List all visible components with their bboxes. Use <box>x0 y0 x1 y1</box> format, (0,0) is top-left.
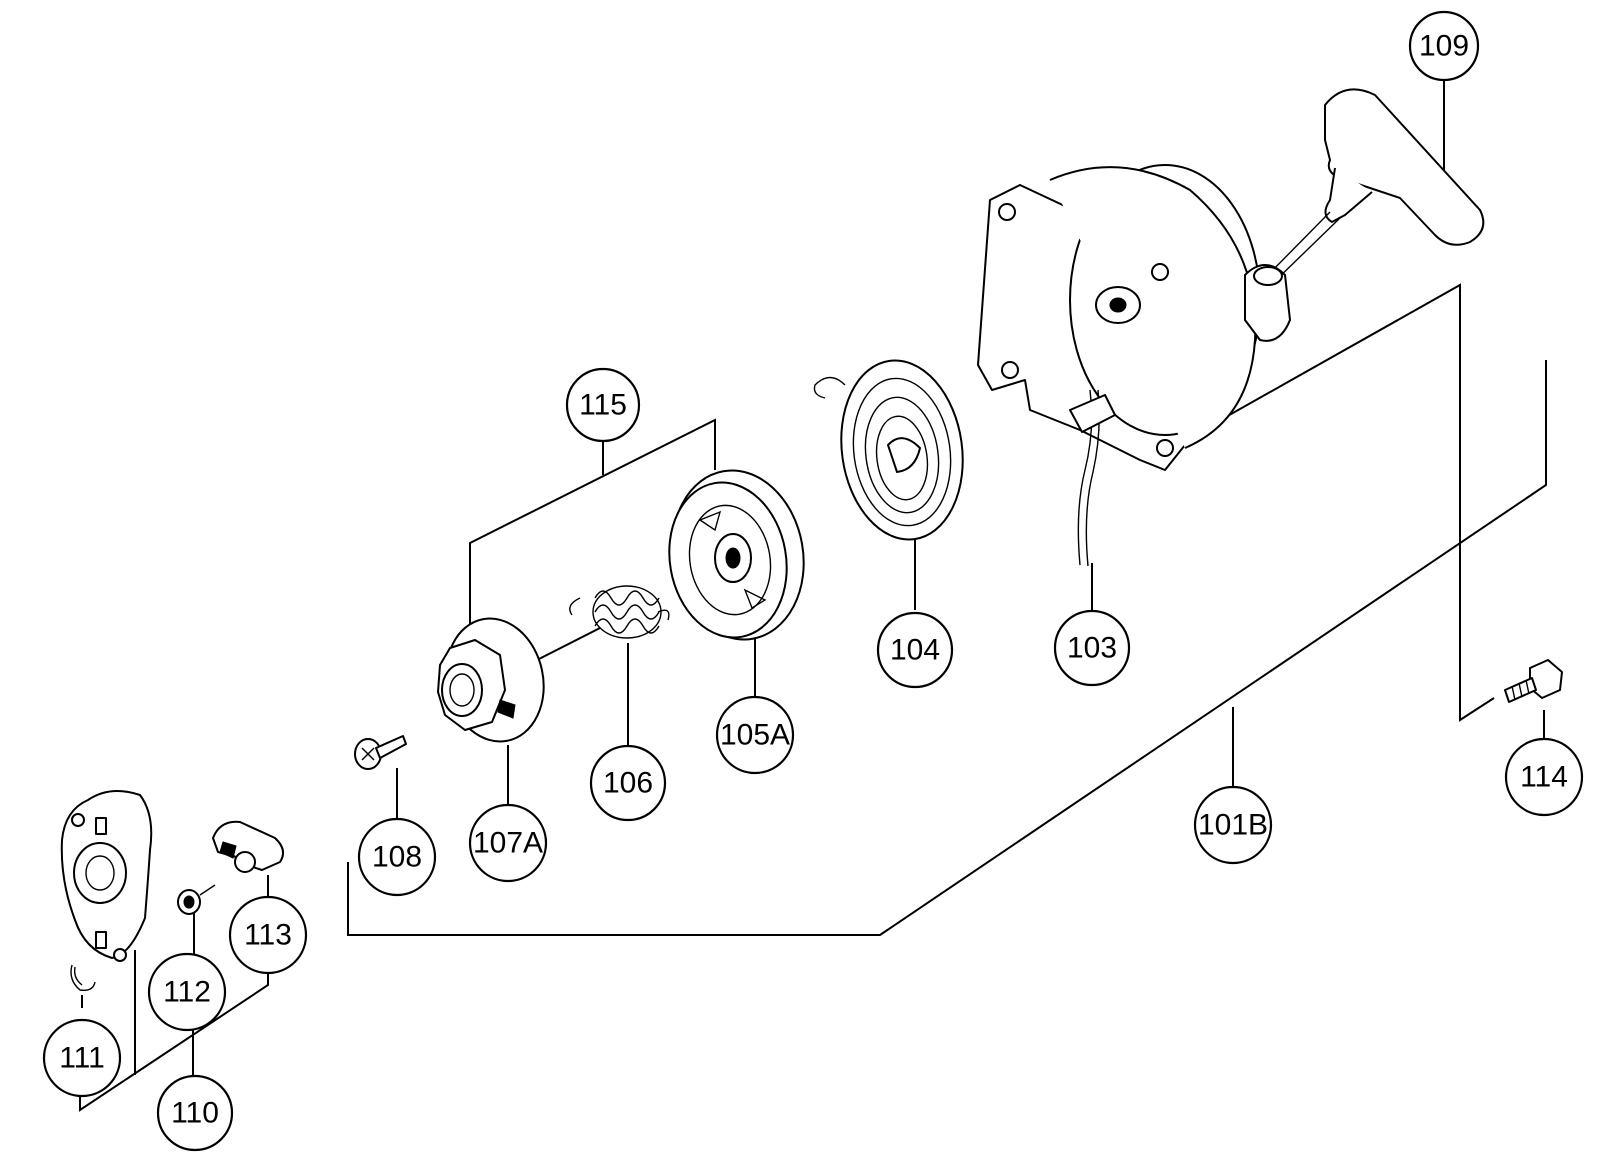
coil-spring-drawing <box>569 585 670 639</box>
callout-111-circle <box>42 1018 122 1098</box>
callout-113[interactable]: 113 <box>228 895 308 975</box>
ratchet-drawing <box>437 617 545 743</box>
callout-105A[interactable]: 105A <box>715 695 795 775</box>
spiral-spring-drawing <box>813 359 964 541</box>
leader-115-bracket <box>469 418 716 625</box>
callout-104-circle <box>876 611 954 689</box>
callout-114-circle <box>1504 737 1584 817</box>
bolt-drawing <box>1504 659 1563 703</box>
callout-104[interactable]: 104 <box>876 611 954 689</box>
callout-110[interactable]: 110 <box>156 1074 234 1152</box>
callout-101B-label: 101B <box>1198 809 1268 842</box>
callout-106-circle <box>589 744 667 822</box>
callout-110-circle <box>156 1074 234 1152</box>
callout-109-label: 109 <box>1419 30 1469 63</box>
pawl-drawing <box>212 820 285 873</box>
callout-112-label: 112 <box>163 976 211 1009</box>
callout-106[interactable]: 106 <box>589 744 667 822</box>
callout-104-label: 104 <box>890 634 940 667</box>
callout-105A-circle <box>715 695 795 775</box>
callout-114-label: 114 <box>1520 761 1568 794</box>
callout-115[interactable]: 115 <box>565 367 641 443</box>
callout-108-label: 108 <box>372 841 422 874</box>
callout-107A-circle <box>468 803 548 883</box>
leader-106-shaft <box>536 627 601 661</box>
callout-107A-label: 107A <box>473 827 543 860</box>
callout-115-circle <box>565 367 641 443</box>
callout-103-circle <box>1053 609 1131 687</box>
callout-112-circle <box>147 952 227 1032</box>
leader-lines <box>79 80 1547 1112</box>
callout-105A-label: 105A <box>720 719 790 752</box>
callout-108-circle <box>357 817 437 897</box>
rope-pulley-drawing <box>668 469 805 641</box>
callout-106-label: 106 <box>603 767 653 800</box>
t-handle-drawing <box>1264 88 1485 285</box>
leader-101B-bracket <box>347 360 1547 936</box>
callout-109-circle <box>1408 10 1480 82</box>
callout-107A[interactable]: 107A <box>468 803 548 883</box>
screw-drawing <box>354 735 407 770</box>
leader-103-bracket <box>1184 283 1495 722</box>
pawl-plate-drawing <box>60 790 153 962</box>
e-clip-drawing <box>70 964 96 992</box>
callout-101B-circle <box>1193 785 1273 865</box>
callout-109[interactable]: 109 <box>1408 10 1480 82</box>
callout-101B[interactable]: 101B <box>1193 785 1273 865</box>
starter-housing-drawing <box>977 164 1291 567</box>
callout-110-label: 110 <box>171 1097 219 1130</box>
callout-113-circle <box>228 895 308 975</box>
callout-111[interactable]: 111 <box>42 1018 122 1098</box>
callout-108[interactable]: 108 <box>357 817 437 897</box>
callout-103[interactable]: 103 <box>1053 609 1131 687</box>
callout-111-label: 111 <box>59 1042 105 1075</box>
callout-115-label: 115 <box>579 389 627 422</box>
callout-114[interactable]: 114 <box>1504 737 1584 817</box>
callout-112[interactable]: 112 <box>147 952 227 1032</box>
small-spring-drawing <box>177 884 216 915</box>
callout-103-label: 103 <box>1067 632 1117 665</box>
callout-113-label: 113 <box>244 919 292 952</box>
